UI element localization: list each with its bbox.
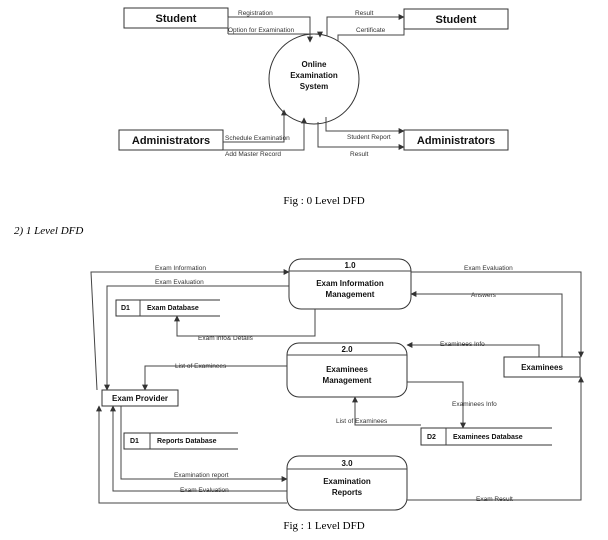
- flow-label-schedule-examination: Schedule Examination: [225, 135, 290, 142]
- entity-exam-provider-label: Exam Provider: [112, 394, 168, 403]
- flow-student-report: [325, 117, 405, 134]
- flow-label-answers: Answers: [471, 292, 497, 299]
- flow-examinees-info-1: [406, 342, 540, 357]
- entity-admin-left-label: Administrators: [132, 135, 210, 147]
- entity-student-right-label: Student: [436, 14, 477, 26]
- flow-label-list-of-examinees-2: List of Examinees: [336, 418, 388, 425]
- flow-exam-result: [407, 376, 584, 501]
- entity-admin-right: [403, 129, 509, 151]
- flow-label-exam-evaluation-bottom: Exam Evaluation: [180, 487, 229, 494]
- flow-label-examinees-info-2: Examinees Info: [452, 401, 497, 408]
- process-name-line-1: Online: [302, 60, 327, 69]
- flow-examination-report: [120, 406, 288, 482]
- level1-diagram: 1.0 Exam Information Management 2.0 Exam…: [90, 258, 584, 511]
- flow-label-student-report: Student Report: [347, 134, 391, 141]
- flow-label-result-bottom: Result: [350, 151, 369, 158]
- flow-list-of-examinees-2: [352, 396, 421, 426]
- caption-level0: Fig : 0 Level DFD: [283, 195, 364, 207]
- datastore-reports-database: [123, 432, 238, 450]
- entity-examinees-label: Examinees: [521, 363, 563, 372]
- flow-label-add-master-record: Add Master Record: [225, 151, 281, 158]
- datastore-examinees-database: [420, 427, 552, 446]
- flow-label-exam-information: Exam Information: [155, 265, 206, 272]
- process-2-examinees-management: [286, 342, 408, 398]
- flow-label-result-top: Result: [355, 10, 374, 17]
- flow-label-list-of-examinees-1: List of Examinees: [175, 363, 227, 370]
- flow-label-option-for-examination: Option for Examination: [228, 27, 295, 34]
- flow-label-exam-info-details: Exam info& Details: [198, 335, 254, 342]
- flow-label-registration: Registration: [238, 10, 273, 17]
- level0-diagram: Student Student Administrators Administr…: [118, 7, 509, 158]
- flow-label-exam-evaluation-right: Exam Evaluation: [464, 265, 513, 272]
- flow-exam-evaluation-right: [411, 271, 584, 358]
- flow-add-master-record: [223, 117, 307, 151]
- datastore-examinees-database-id: D2: [427, 434, 436, 441]
- process-name-line-2: Examination: [290, 71, 338, 80]
- process-3-name-line-2: Reports: [332, 488, 363, 497]
- flow-label-examinees-info-1: Examinees Info: [440, 341, 485, 348]
- process-name-line-3: System: [300, 82, 328, 91]
- entity-admin-left: [118, 129, 224, 151]
- datastore-exam-database-id: D1: [121, 305, 130, 312]
- section-heading-level1: 2) 1 Level DFD: [14, 225, 83, 237]
- flow-certificate: [337, 29, 405, 41]
- datastore-reports-database-name: Reports Database: [157, 438, 217, 445]
- flow-label-exam-evaluation-left: Exam Evaluation: [155, 279, 204, 286]
- entity-examinees: [503, 356, 581, 378]
- caption-level1: Fig : 1 Level DFD: [283, 520, 364, 532]
- process-2-name-line-2: Management: [323, 376, 372, 385]
- flow-result-top: [326, 14, 405, 36]
- flow-label-certificate: Certificate: [356, 27, 386, 34]
- flow-result-bottom: [317, 122, 405, 150]
- process-2-number: 2.0: [341, 345, 353, 354]
- flow-list-of-examinees-1: [142, 365, 287, 391]
- datastore-exam-database: [115, 299, 220, 317]
- flow-answers: [410, 291, 563, 357]
- process-1-name-line-1: Exam Information: [316, 279, 384, 288]
- flow-outer-loop-left: [96, 405, 287, 504]
- process-1-number: 1.0: [344, 261, 356, 270]
- flow-exam-evaluation-left: [104, 285, 289, 391]
- process-3-name-line-1: Examination: [323, 477, 371, 486]
- process-1-name-line-2: Management: [326, 290, 375, 299]
- flow-exam-info-details: [174, 309, 316, 337]
- flow-label-examination-report: Examination report: [174, 472, 229, 479]
- flow-examinees-info-2: [407, 381, 466, 429]
- datastore-reports-database-id: D1: [130, 438, 139, 445]
- entity-admin-right-label: Administrators: [417, 135, 495, 147]
- datastore-examinees-database-name: Examinees Database: [453, 434, 523, 441]
- datastore-exam-database-name: Exam Database: [147, 305, 199, 312]
- flow-exam-information: [90, 269, 290, 391]
- flow-exam-evaluation-bottom: [110, 405, 287, 492]
- process-2-name-line-1: Examinees: [326, 365, 368, 374]
- flow-option-for-examination: [228, 31, 323, 38]
- flow-schedule-examination: [223, 109, 287, 143]
- entity-exam-provider: [101, 389, 179, 407]
- flow-label-exam-result: Exam Result: [476, 496, 513, 503]
- entity-student-left-label: Student: [156, 13, 197, 25]
- process-3-number: 3.0: [341, 459, 353, 468]
